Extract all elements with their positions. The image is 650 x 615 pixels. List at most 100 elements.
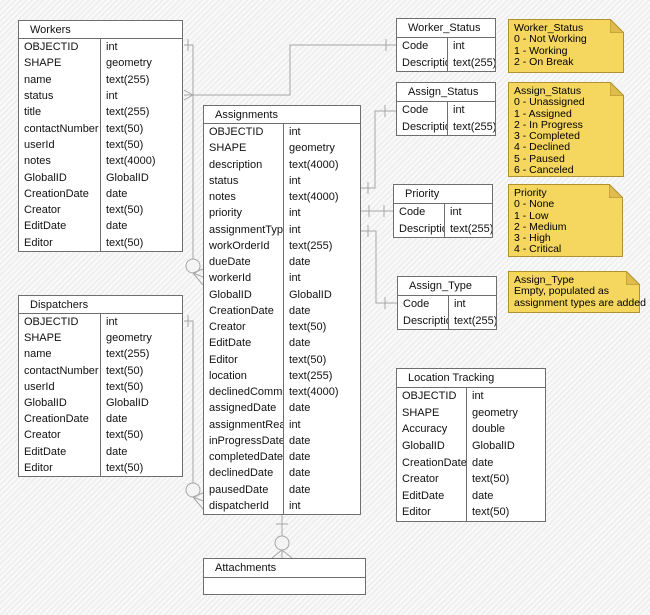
table-title[interactable]: Assign_Type xyxy=(398,277,496,296)
connector-workerstatus-workers[interactable] xyxy=(183,39,396,101)
entity-table-worker-status[interactable]: Worker_StatusCodeintDescriptiontext(255) xyxy=(396,18,496,72)
entity-table-attachments[interactable]: Attachments xyxy=(203,558,366,595)
note-fold-corner-icon xyxy=(626,271,640,285)
table-title[interactable]: Assignments xyxy=(204,106,360,124)
connector-assignments-attachments[interactable] xyxy=(271,513,293,559)
connector-assigntype-assignments[interactable] xyxy=(361,225,397,309)
entity-table-assign-status[interactable]: Assign_StatusCodeintDescriptiontext(255) xyxy=(396,82,496,136)
field-row[interactable]: Descriptiontext(255) xyxy=(397,54,495,71)
connector-dispatchers-assignments[interactable] xyxy=(184,315,204,510)
empty-row[interactable] xyxy=(204,578,365,594)
note-line: Empty, populated as xyxy=(514,285,609,298)
entity-table-assign-type[interactable]: Assign_TypeCodeintDescriptiontext(255) xyxy=(397,276,497,330)
table-title[interactable]: Workers xyxy=(19,21,182,39)
field-type: text(255) xyxy=(289,369,333,382)
table-title[interactable]: Attachments xyxy=(204,559,365,578)
connector-workers-assignments[interactable] xyxy=(184,39,204,286)
table-title[interactable]: Worker_Status xyxy=(397,19,495,38)
entity-table-priority[interactable]: PriorityCodeintDescriptiontext(255) xyxy=(393,184,493,238)
field-row[interactable]: Descriptiontext(255) xyxy=(397,118,495,135)
field-type: date xyxy=(472,456,494,469)
field-row[interactable]: Descriptiontext(255) xyxy=(398,312,496,329)
field-row[interactable]: declinedCommenttext(4000) xyxy=(204,384,360,401)
table-title[interactable]: Dispatchers xyxy=(19,296,182,314)
table-title[interactable]: Assign_Status xyxy=(397,83,495,102)
table-title[interactable]: Location Tracking xyxy=(397,369,545,388)
edge-path xyxy=(361,110,396,189)
connector-assignstatus-assignments[interactable] xyxy=(361,105,396,194)
table-title[interactable]: Priority xyxy=(394,185,492,204)
field-row[interactable]: Descriptiontext(255) xyxy=(394,220,492,237)
connector-priority-assignments[interactable] xyxy=(361,205,393,217)
field-type: text(50) xyxy=(106,236,144,249)
field-name: assignmentRead xyxy=(204,416,284,433)
